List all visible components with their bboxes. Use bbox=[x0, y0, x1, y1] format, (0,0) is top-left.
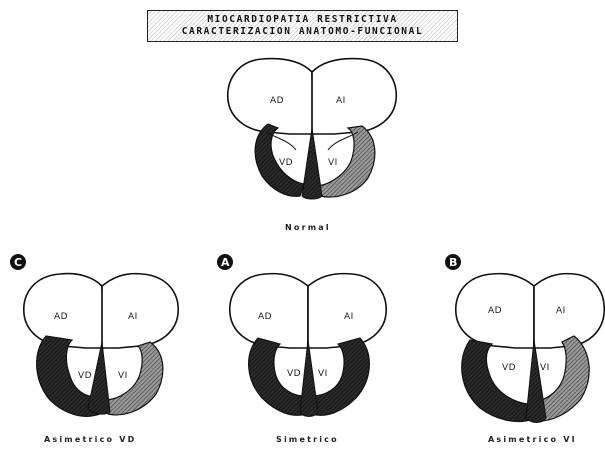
heart-simetrico: A AD AI VD VI Simetrico bbox=[217, 254, 386, 444]
label-vd: VD bbox=[502, 363, 516, 373]
caption-asimetrico-vi: Asimetrico VI bbox=[488, 435, 577, 444]
label-ai: AI bbox=[556, 306, 566, 316]
label-ad: AD bbox=[258, 312, 272, 322]
caption-simetrico: Simetrico bbox=[276, 435, 339, 444]
left-atrium-outline bbox=[312, 59, 396, 134]
ventricle-wall-right bbox=[462, 340, 530, 422]
label-ai: AI bbox=[344, 312, 354, 322]
label-vd: VD bbox=[78, 371, 92, 381]
badge-a-letter: A bbox=[221, 256, 230, 269]
label-vd: VD bbox=[287, 369, 301, 379]
badge-c-letter: C bbox=[14, 256, 22, 269]
interventricular-septum bbox=[302, 128, 322, 199]
right-atrium-outline bbox=[230, 274, 308, 348]
ventricle-wall-left bbox=[318, 126, 375, 197]
left-atrium-outline bbox=[102, 274, 178, 348]
heart-asimetrico-vi: B AD AI VD VI Asimetrico VI bbox=[445, 254, 604, 444]
label-vd: VD bbox=[279, 158, 293, 168]
label-vi: VI bbox=[540, 363, 550, 373]
interventricular-septum bbox=[526, 340, 546, 423]
label-vi: VI bbox=[318, 369, 328, 379]
left-atrium-outline bbox=[534, 274, 604, 348]
heart-asimetrico-vd: C AD AI VD VI Asimetrico VD bbox=[10, 254, 178, 444]
badge-b-letter: B bbox=[449, 256, 457, 269]
label-vi: VI bbox=[118, 371, 128, 381]
label-ai: AI bbox=[128, 312, 138, 322]
label-ad: AD bbox=[54, 312, 68, 322]
label-ai: AI bbox=[336, 96, 346, 106]
left-atrium-outline bbox=[308, 274, 386, 348]
label-ad: AD bbox=[270, 96, 284, 106]
heart-normal: AD AI VD VI Normal bbox=[228, 59, 396, 232]
ventricle-wall-left bbox=[104, 342, 163, 415]
caption-normal: Normal bbox=[285, 223, 331, 232]
label-vi: VI bbox=[328, 158, 338, 168]
right-atrium-outline bbox=[24, 274, 104, 348]
label-ad: AD bbox=[488, 306, 502, 316]
interventricular-septum bbox=[300, 340, 318, 417]
caption-asimetrico-vd: Asimetrico VD bbox=[44, 435, 136, 444]
